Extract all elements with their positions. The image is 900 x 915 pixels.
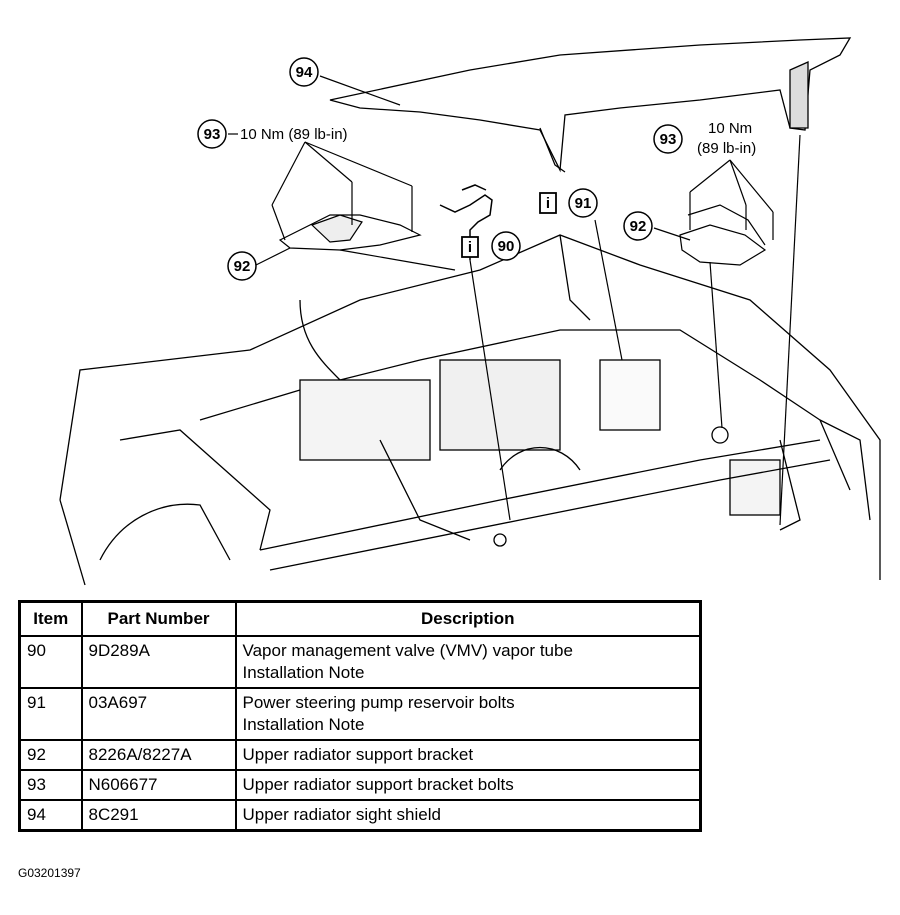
item-cell: 94 (18, 799, 83, 832)
description-cell: Upper radiator support bracket bolts (234, 769, 702, 801)
left-bracket-drawing (271, 182, 422, 251)
svg-text:92: 92 (234, 258, 251, 275)
engine-bay-drawing (59, 234, 881, 586)
description-cell: Upper radiator sight shield (234, 799, 702, 832)
sight-shield-drawing (329, 37, 852, 173)
svg-text:91: 91 (575, 195, 592, 212)
header-part-number: Part Number (80, 600, 237, 637)
description-text: Vapor management valve (VMV) vapor tube (242, 641, 573, 660)
part-cell: 03A697 (80, 687, 237, 741)
item-cell: 91 (18, 687, 83, 741)
figure-code: G03201397 (18, 866, 81, 880)
callout-92-left: 92 (227, 251, 257, 281)
leader-lines (228, 75, 801, 526)
svg-text:93: 93 (660, 131, 677, 148)
torque-spec-right-2: (89 lb-in) (697, 140, 756, 157)
svg-text:93: 93 (204, 126, 221, 143)
torque-spec-left: 10 Nm (89 lb-in) (240, 126, 348, 143)
svg-text:90: 90 (498, 238, 515, 255)
table-row: 92 8226A/8227A Upper radiator support br… (18, 739, 702, 771)
description-cell: Vapor management valve (VMV) vapor tube … (234, 635, 702, 689)
callout-93-left: 93 10 Nm (89 lb-in) (197, 119, 348, 149)
callout-91: i 91 (539, 188, 598, 218)
installation-note-link[interactable]: Installation Note (242, 663, 365, 682)
callout-93-right: 93 10 Nm (89 lb-in) (653, 120, 756, 157)
table-row: 91 03A697 Power steering pump reservoir … (18, 687, 702, 741)
description-text: Power steering pump reservoir bolts (242, 693, 515, 712)
torque-spec-right-1: 10 Nm (708, 120, 752, 137)
callout-92-right: 92 (623, 211, 653, 241)
callout-90: i 90 (461, 231, 521, 261)
table-header-row: Item Part Number Description (18, 600, 702, 637)
item-cell: 92 (18, 739, 83, 771)
header-description: Description (234, 600, 702, 637)
svg-text:92: 92 (630, 218, 647, 235)
svg-text:94: 94 (296, 64, 313, 81)
engine-bay-diagram: 94 93 10 Nm (89 lb-in) 93 10 Nm (89 lb-i… (59, 37, 881, 586)
part-cell: N606677 (80, 769, 237, 801)
parts-table: Item Part Number Description 90 9D289A V… (18, 600, 702, 832)
header-item: Item (18, 600, 83, 637)
description-cell: Upper radiator support bracket (234, 739, 702, 771)
table-row: 90 9D289A Vapor management valve (VMV) v… (18, 635, 702, 689)
item-cell: 93 (18, 769, 83, 801)
part-cell: 8226A/8227A (80, 739, 237, 771)
part-cell: 8C291 (80, 799, 237, 832)
item-cell: 90 (18, 635, 83, 689)
info-icon: i (546, 195, 550, 212)
callout-94: 94 (289, 57, 319, 87)
table-row: 94 8C291 Upper radiator sight shield (18, 799, 702, 832)
part-cell: 9D289A (80, 635, 237, 689)
right-bracket-drawing (679, 192, 774, 266)
installation-note-link[interactable]: Installation Note (242, 715, 365, 734)
description-cell: Power steering pump reservoir bolts Inst… (234, 687, 702, 741)
vapor-tube-drawing (439, 184, 493, 260)
info-icon: i (468, 239, 472, 256)
table-row: 93 N606677 Upper radiator support bracke… (18, 769, 702, 801)
